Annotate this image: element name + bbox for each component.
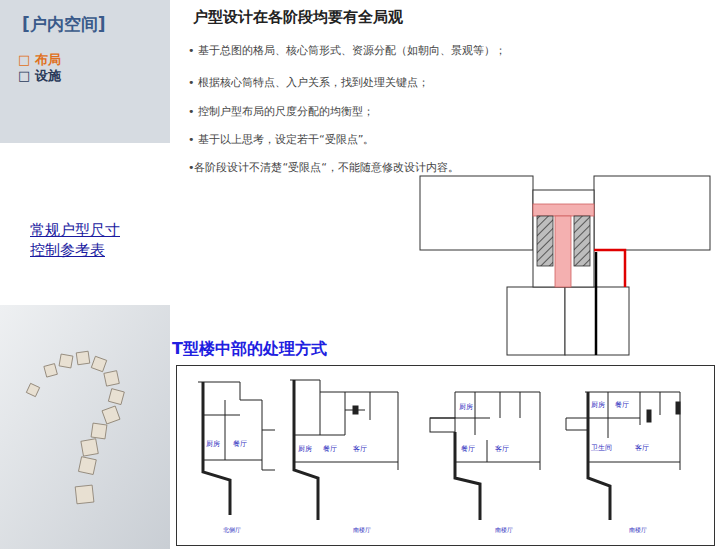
room-label: 厨房 (458, 403, 474, 412)
reference-link: 常规户型尺寸控制参考表 (30, 220, 128, 261)
bullet-text: • 基于总图的格局、核心筒形式、资源分配（如朝向、景观等）； (188, 44, 506, 58)
side-panel (0, 0, 170, 143)
slide-title: 户型设计在各阶段均要有全局观 (193, 8, 403, 27)
room-label: 客厅 (634, 444, 650, 453)
floor-plan (198, 382, 275, 515)
plan-caption: 南楼厅 (494, 526, 514, 534)
menu-item: □ 设施 (18, 68, 61, 84)
core-diagram (420, 176, 710, 355)
bullet-text: • 控制户型布局的尺度分配的均衡型； (188, 105, 374, 119)
side-panel (0, 305, 170, 549)
room-label: 卫生间 (590, 444, 613, 453)
side-panel (0, 143, 170, 305)
floor-plan (566, 392, 680, 520)
room-label: 厨房 (297, 445, 313, 454)
bullet-text: •各阶段设计不清楚“受限点“，不能随意修改设计内容。 (188, 161, 459, 175)
room-label: 餐厅 (460, 445, 476, 454)
plan-frame (177, 366, 715, 546)
plan-caption: 南楼厅 (352, 526, 372, 534)
room-label: 客厅 (352, 445, 368, 454)
plan-caption: 北侧厅 (222, 526, 242, 534)
section-heading: [户内空间] (22, 14, 106, 35)
room-label: 厨房 (590, 401, 606, 410)
room-label: 餐厅 (322, 445, 338, 454)
floor-plan (430, 392, 540, 520)
bullet-text: • 基于以上思考，设定若干“受限点”。 (188, 133, 374, 147)
room-label: 客厅 (494, 445, 510, 454)
room-label: 餐厅 (614, 401, 630, 410)
floor-plan (290, 380, 398, 520)
plan-caption: 南楼厅 (628, 526, 648, 534)
room-label: 厨房 (205, 440, 221, 449)
bullet-text: • 根据核心筒特点、入户关系，找到处理关键点； (188, 76, 429, 90)
section-heading: T型楼中部的处理方式 (172, 339, 327, 359)
cube-question-mark (26, 351, 124, 504)
menu-item-active: □ 布局 (18, 52, 61, 68)
room-label: 餐厅 (232, 440, 248, 449)
